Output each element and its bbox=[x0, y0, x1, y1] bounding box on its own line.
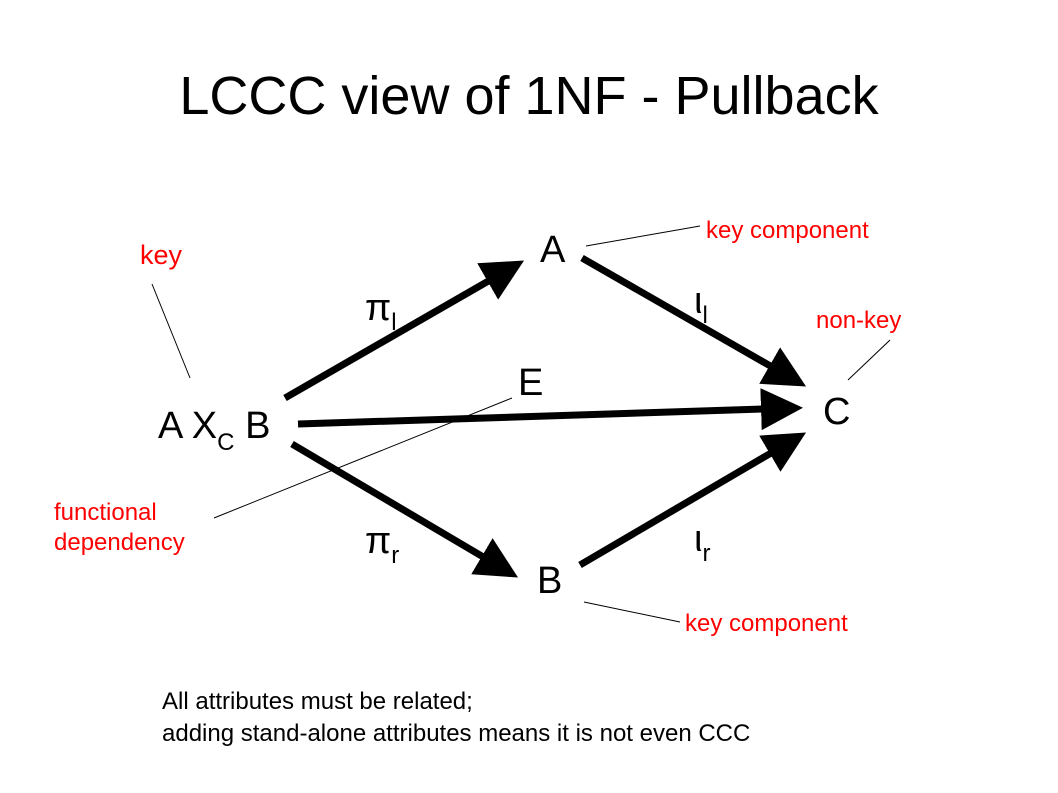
arrow-pi-right bbox=[290, 440, 519, 578]
arrow-pi-left bbox=[283, 260, 525, 402]
product-right: B bbox=[245, 405, 271, 447]
leader-non-key bbox=[847, 339, 891, 381]
leader-key-component-bottom bbox=[583, 601, 681, 623]
node-c: C bbox=[823, 391, 850, 433]
i-right-subscript: r bbox=[702, 540, 711, 567]
annotation-functional-dependency: functional dependency bbox=[54, 498, 185, 558]
arrow-i-right bbox=[578, 432, 807, 569]
pi-left-symbol: π bbox=[365, 287, 392, 329]
leader-key bbox=[151, 283, 191, 379]
functional-dependency-line1: functional bbox=[54, 499, 157, 526]
label-i-right: ιr bbox=[694, 518, 710, 575]
functional-dependency-line2: dependency bbox=[54, 529, 185, 556]
product-left: A X bbox=[158, 405, 218, 447]
leader-key-component-top bbox=[585, 225, 701, 247]
pi-right-symbol: π bbox=[365, 520, 392, 562]
footer-text: All attributes must be related; adding s… bbox=[162, 686, 750, 750]
arrow-i-left bbox=[580, 254, 807, 387]
i-left-subscript: l bbox=[702, 302, 708, 329]
label-pi-left: πl bbox=[365, 287, 397, 344]
node-c-label: C bbox=[823, 391, 851, 433]
product-subscript: C bbox=[217, 429, 235, 456]
footer-line1: All attributes must be related; bbox=[162, 688, 473, 715]
slide-title: LCCC view of 1NF - Pullback bbox=[179, 66, 879, 126]
node-e: E bbox=[518, 362, 544, 404]
annotation-key: key bbox=[140, 240, 183, 270]
node-a: A bbox=[540, 229, 566, 271]
arrow-product-to-c bbox=[297, 388, 803, 431]
label-pi-right: πr bbox=[365, 520, 399, 577]
node-product: A XC B bbox=[158, 405, 270, 464]
node-b: B bbox=[537, 560, 563, 602]
leader-functional-dependency bbox=[213, 397, 513, 519]
pi-left-subscript: l bbox=[391, 309, 397, 336]
annotation-key-component-bottom: key component bbox=[685, 610, 848, 637]
footer-line2: adding stand-alone attributes means it i… bbox=[162, 720, 751, 747]
label-i-left: ιl bbox=[694, 280, 708, 337]
i-right-symbol: ι bbox=[694, 518, 703, 560]
annotation-key-component-top: key component bbox=[706, 217, 869, 244]
annotation-non-key: non-key bbox=[816, 307, 902, 334]
i-left-symbol: ι bbox=[694, 280, 703, 322]
pi-right-subscript: r bbox=[391, 542, 400, 569]
